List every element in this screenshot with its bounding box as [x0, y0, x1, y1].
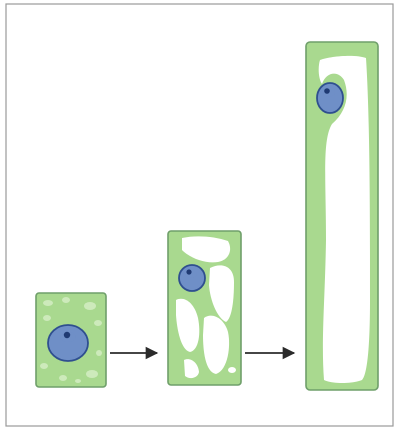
nucleolus-icon: [64, 332, 70, 338]
elongated-cell: [306, 42, 378, 390]
nucleus-icon: [48, 325, 88, 361]
nucleus-icon: [179, 265, 205, 291]
nucleolus-icon: [324, 88, 330, 94]
nucleolus-icon: [186, 269, 191, 274]
nucleus-icon: [317, 83, 343, 113]
small-cell: [36, 293, 106, 387]
medium-cell: [168, 231, 241, 385]
